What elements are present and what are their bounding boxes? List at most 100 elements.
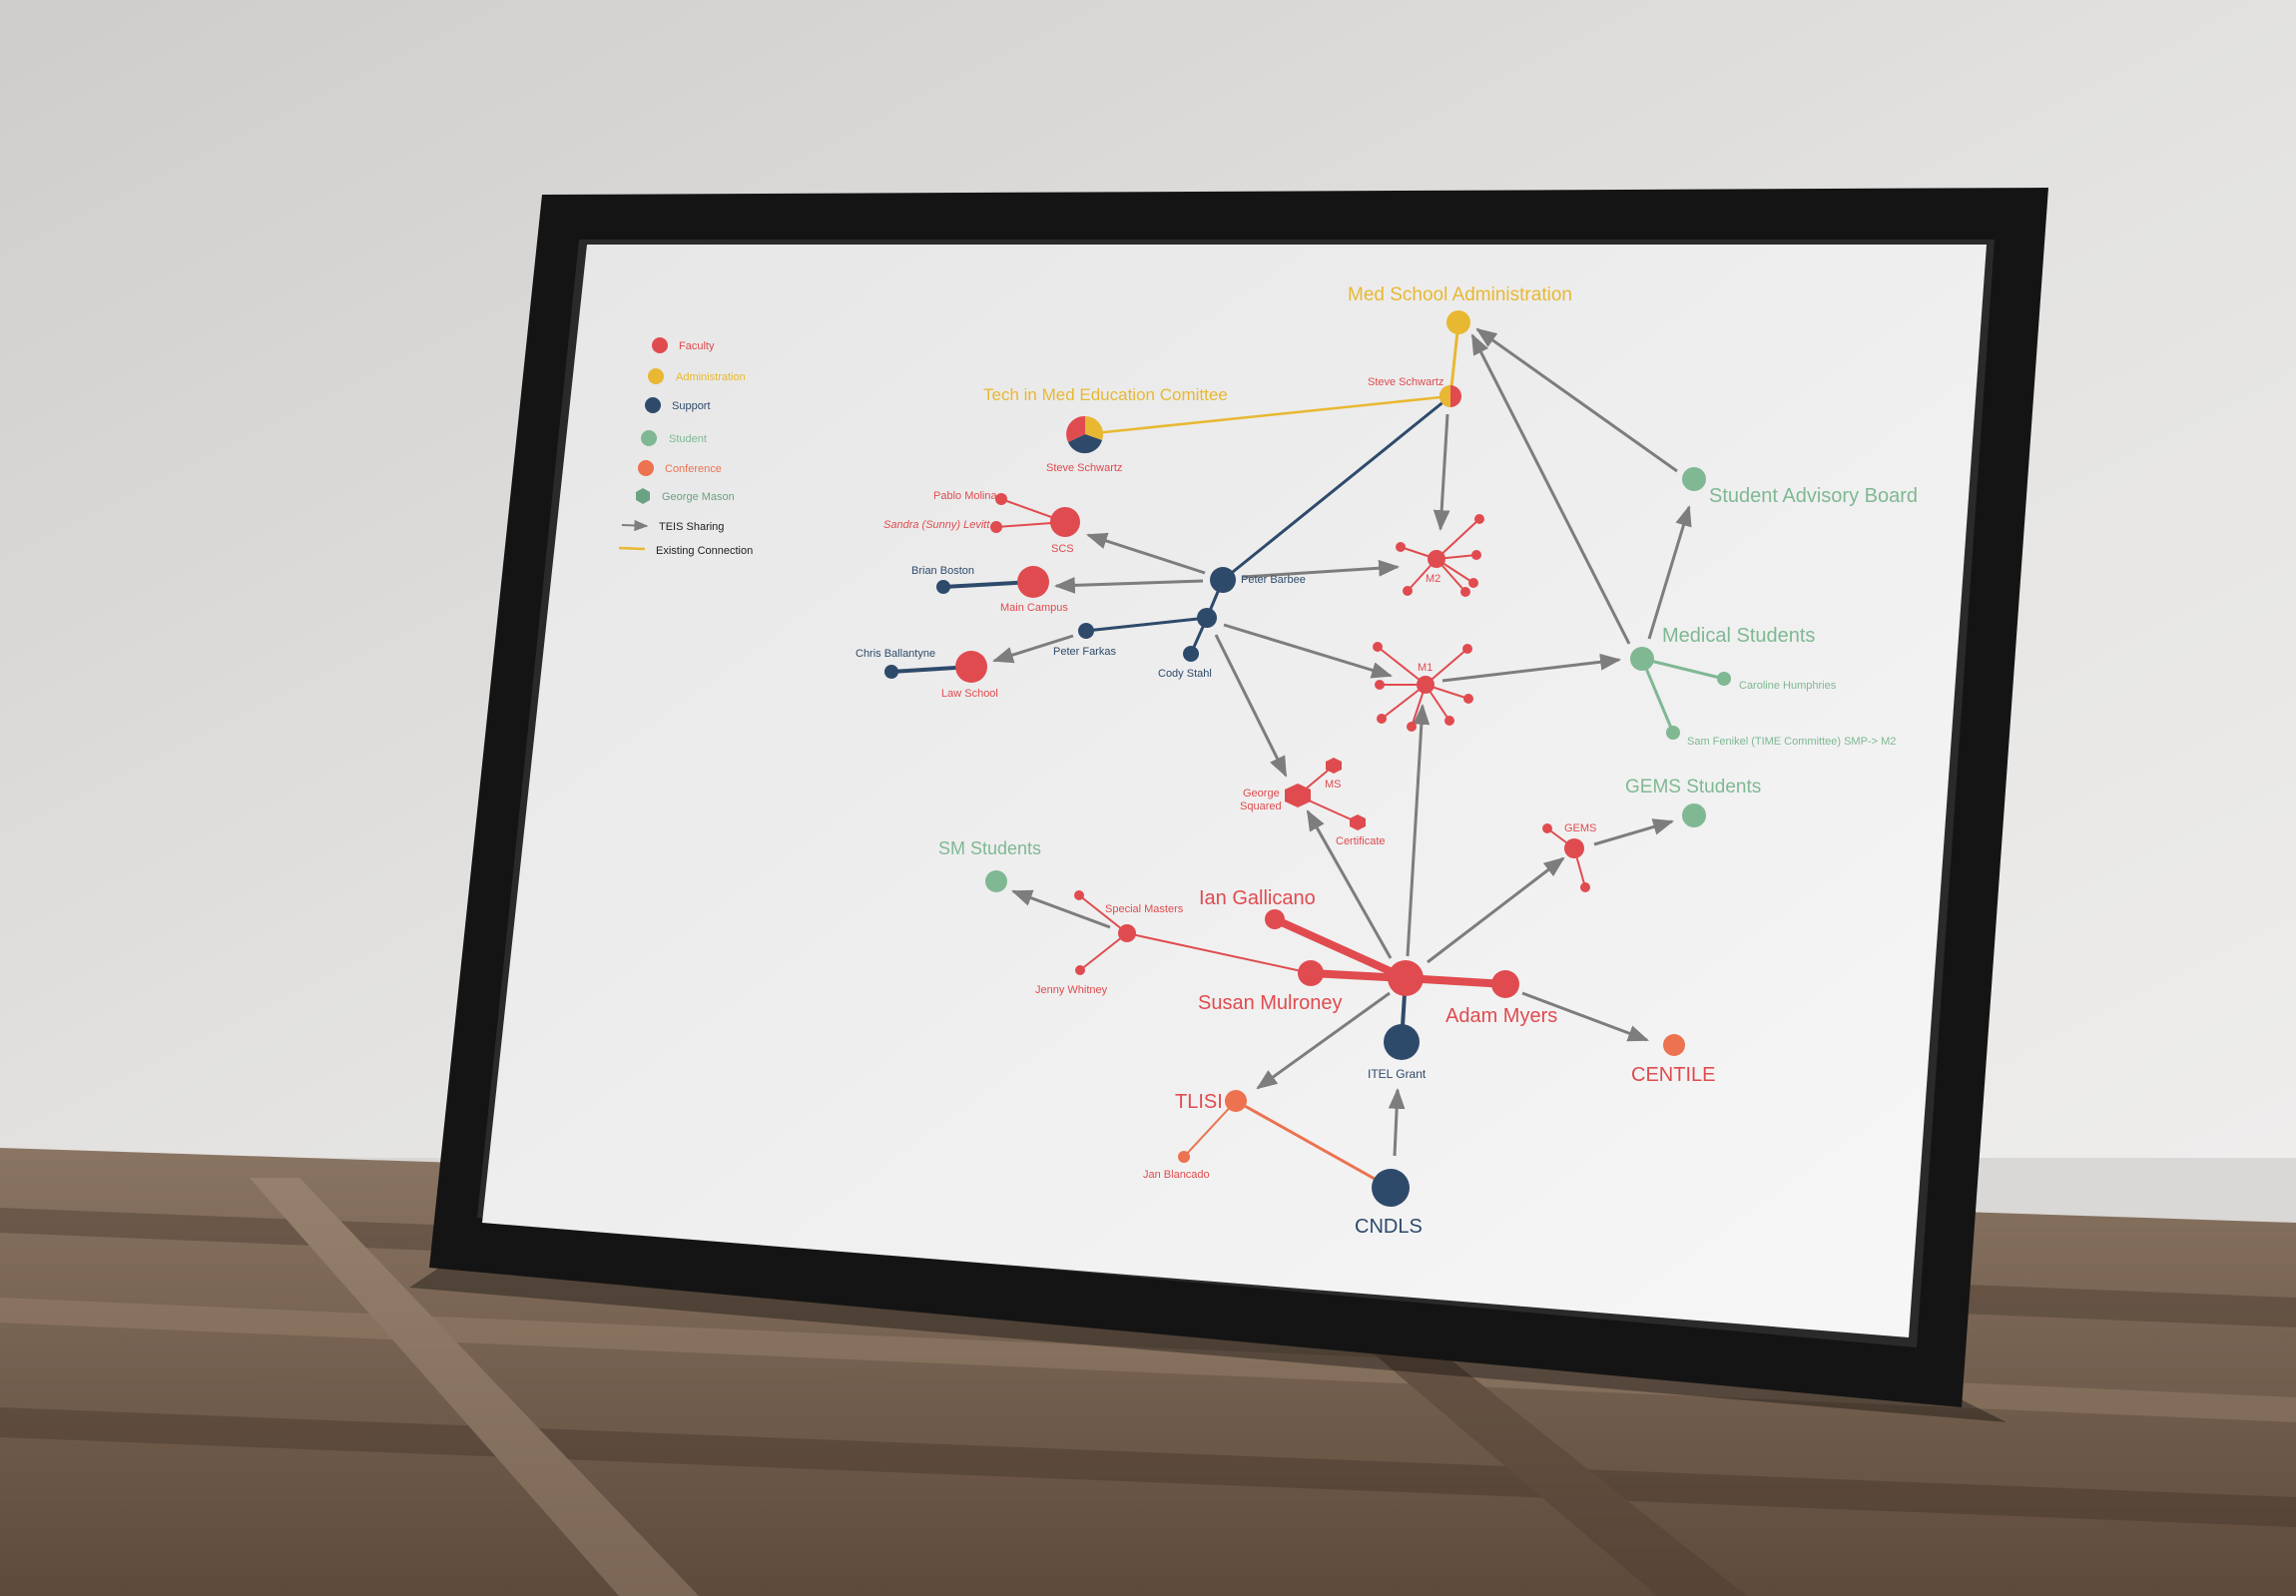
edge-schwartz-barbee: [1222, 394, 1451, 582]
edge-admin-schwartz: [1448, 321, 1460, 397]
edge-medstudents-humphries: [1641, 657, 1725, 681]
label-gems: GEMS: [1564, 822, 1596, 834]
arrow-hub-tlisi: [1256, 991, 1391, 1090]
label-adam-myers: Adam Myers: [1445, 1005, 1557, 1027]
arrow-hub-george: [1306, 809, 1393, 959]
label-tech-committee: Tech in Med Education Comittee: [983, 385, 1228, 404]
legend-teis-sharing-line: [621, 519, 649, 532]
node-special-masters: [1118, 924, 1136, 942]
node-centile: [1663, 1034, 1685, 1056]
label-law-school: Law School: [941, 688, 998, 700]
label-brian-boston: Brian Boston: [911, 565, 974, 577]
legend-student-swatch: [641, 430, 657, 446]
arrow-cndls-itel: [1388, 1087, 1406, 1157]
legend-conference: Conference: [665, 463, 722, 475]
label-peter-farkas: Peter Farkas: [1053, 646, 1116, 658]
node-brian-boston: [936, 580, 950, 594]
arrow-hub-gems: [1427, 856, 1565, 964]
label-centile: CENTILE: [1631, 1064, 1715, 1086]
node-peter-farkas: [1078, 623, 1094, 639]
node-sm-students: [985, 870, 1007, 892]
arrow-hub2-george: [1214, 634, 1288, 778]
node-main-campus: [1017, 566, 1049, 598]
arrow-schwartz-m2: [1433, 413, 1450, 532]
label-special-masters: Special Masters: [1105, 903, 1184, 915]
label-pablo-molina: Pablo Molina: [933, 490, 997, 502]
label-gems-students: GEMS Students: [1625, 777, 1761, 798]
node-cndls: [1372, 1169, 1410, 1207]
label-sandra-levitt: Sandra (Sunny) Levitt: [883, 519, 990, 531]
node-ian-gallicano: [1265, 909, 1285, 929]
label-med-school-admin: Med School Administration: [1348, 284, 1572, 305]
legend-faculty-swatch: [652, 337, 668, 353]
node-caroline-humphries: [1717, 672, 1731, 686]
label-itel-grant: ITEL Grant: [1368, 1067, 1427, 1081]
label-ian-gallicano: Ian Gallicano: [1199, 887, 1316, 909]
node-gems-students: [1682, 803, 1706, 827]
node-tech-committee-pie: [1066, 415, 1104, 454]
m2-cluster: M2: [1396, 514, 1484, 597]
node-adam-myers: [1491, 970, 1519, 998]
node-certificate: [1350, 814, 1366, 830]
node-scs: [1050, 507, 1080, 537]
label-medical-students: Medical Students: [1662, 625, 1815, 647]
edge-medstudents-fenikel: [1640, 658, 1675, 734]
label-sam-fenikel: Sam Fenikel (TIME Committee) SMP-> M2: [1687, 736, 1896, 748]
label-ms: MS: [1325, 779, 1342, 791]
frame-shadow: [409, 1268, 2007, 1422]
label-peter-barbee: Peter Barbee: [1241, 574, 1306, 586]
label-main-campus: Main Campus: [1000, 602, 1068, 614]
node-gems: [1564, 838, 1584, 858]
legend: Faculty Administration Support Student C…: [618, 337, 753, 557]
node-m1: [1417, 676, 1435, 694]
arrow-barbee-scs: [1086, 532, 1206, 575]
poster-paper: [482, 245, 1987, 1337]
label-m1: M1: [1418, 662, 1433, 674]
arrow-medstudents-advisory: [1647, 504, 1692, 640]
label-scs: SCS: [1051, 543, 1074, 555]
legend-existing-connection: Existing Connection: [656, 545, 753, 557]
label-student-advisory-board: Student Advisory Board: [1709, 485, 1918, 507]
edge-tlisi-cndls: [1235, 1099, 1392, 1190]
node-tlisi: [1225, 1090, 1247, 1112]
legend-support-swatch: [645, 397, 661, 413]
label-tlisi: TLISI: [1175, 1091, 1223, 1113]
arrow-medstudents-admin: [1470, 333, 1631, 645]
node-med-school-admin: [1446, 310, 1470, 334]
arrow-barbee-m2: [1242, 559, 1401, 579]
label-m2: M2: [1426, 573, 1440, 585]
edge-committee-schwartz: [1084, 394, 1451, 436]
label-caroline-humphries: Caroline Humphries: [1739, 680, 1837, 692]
label-certificate: Certificate: [1336, 835, 1386, 847]
node-itel-grant: [1384, 1024, 1420, 1060]
arrow-hub2-m1: [1223, 623, 1394, 679]
label-george-squared-1: George: [1243, 788, 1280, 799]
legend-george-mason: George Mason: [662, 491, 735, 503]
node-susan-mulroney: [1298, 960, 1324, 986]
edge-susan-specialmasters: [1126, 932, 1312, 974]
node-peter-barbee: [1210, 567, 1236, 593]
label-steve-schwartz-pie: Steve Schwartz: [1046, 462, 1122, 474]
label-susan-mulroney: Susan Mulroney: [1198, 992, 1343, 1014]
arrow-gems-gemsstudents: [1593, 818, 1675, 846]
legend-existing-connection-line: [618, 546, 646, 551]
label-chris-ballantyne: Chris Ballantyne: [856, 648, 935, 660]
legend-student: Student: [669, 433, 707, 445]
node-george-squared: [1285, 784, 1311, 807]
label-sm-students: SM Students: [938, 838, 1041, 858]
legend-teis-sharing: TEIS Sharing: [659, 521, 724, 533]
legend-george-mason-swatch: [636, 488, 650, 504]
m1-cluster: M1: [1373, 642, 1473, 732]
label-jenny-whitney: Jenny Whitney: [1035, 984, 1108, 996]
legend-administration-swatch: [648, 368, 664, 384]
node-medical-students: [1630, 647, 1654, 671]
node-sam-fenikel: [1666, 726, 1680, 740]
network-diagram: Faculty Administration Support Student C…: [618, 284, 1918, 1238]
edge-specialmasters-whitney: [1079, 932, 1128, 971]
node-cody-stahl: [1183, 646, 1199, 662]
label-george-squared-2: Squared: [1240, 800, 1282, 812]
edge-tlisi-blancado: [1183, 1100, 1237, 1158]
label-steve-schwartz-top: Steve Schwartz: [1368, 376, 1443, 388]
edge-hub-ian: [1273, 915, 1408, 982]
